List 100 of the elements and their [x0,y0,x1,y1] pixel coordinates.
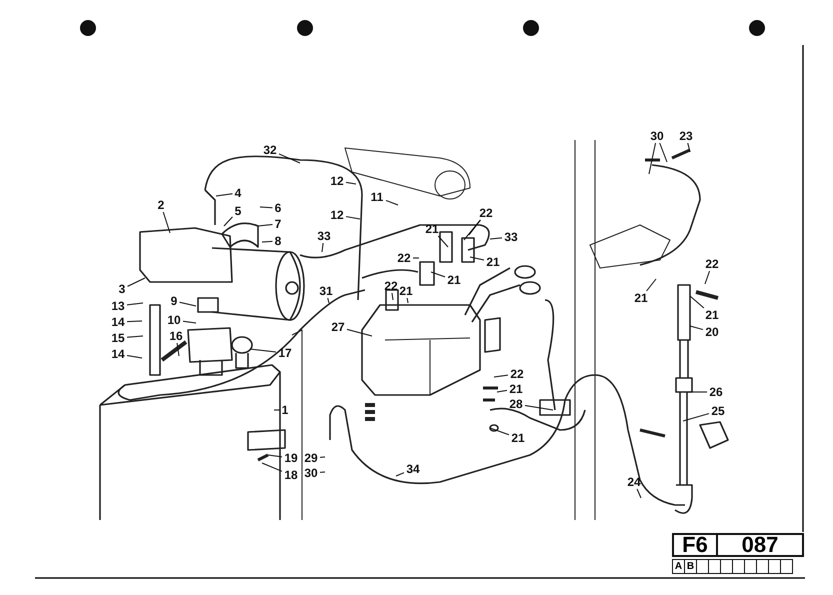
leader-line [386,200,398,206]
leader-line [346,182,356,184]
callout-number: 30 [648,129,666,143]
leader-line [260,206,273,208]
leader-line [646,278,656,292]
leader-line [176,342,180,356]
callout-number: 20 [703,325,721,339]
callout-number: 21 [507,382,525,396]
callout-number: 11 [368,190,386,204]
leader-line [320,472,326,473]
callout-number: 32 [261,143,279,157]
leader-line [438,236,448,248]
leader-line [496,390,508,392]
drawing-code: 087 [740,535,780,555]
leader-line [262,240,273,242]
callout-number: 24 [625,475,643,489]
leader-line [278,153,300,164]
callout-number: 22 [382,279,400,293]
callout-number: 2 [156,198,166,212]
callout-number: 17 [276,346,294,360]
drawing-code: F6 [674,535,718,555]
callout-number: 5 [232,204,244,218]
callout-number: 4 [232,186,244,200]
callout-number: 21 [509,431,527,445]
leader-line [490,237,502,240]
callout-number: 34 [404,462,422,476]
leader-line [470,256,484,261]
callout-number: 13 [109,299,127,313]
callout-number: 30 [302,466,320,480]
leader-line [682,413,710,422]
leader-line [346,216,360,220]
callout-number: 22 [395,251,413,265]
callout-number: 18 [282,468,300,482]
callout-number: 21 [484,255,502,269]
leader-line [396,472,404,476]
leader-line [430,272,446,278]
callout-number: 3 [116,282,128,296]
callout-number: 14 [109,315,127,329]
callout-number: 27 [329,320,347,334]
leader-line [250,348,276,352]
leader-line [648,142,656,174]
callout-number: 22 [703,257,721,271]
leader-line [659,142,668,162]
callout-number: 33 [315,229,333,243]
callout-number: 10 [165,313,183,327]
leader-line [392,292,394,300]
callout-number: 23 [677,129,695,143]
callout-number: 7 [272,217,284,231]
leader-line [320,456,326,458]
leader-line [490,428,510,436]
leader-line [346,328,372,336]
leader-line [636,488,642,498]
callout-number: 19 [282,451,300,465]
callout-number: 21 [423,222,441,236]
leader-line [690,326,704,330]
callout-number: 22 [477,206,495,220]
callout-number: 9 [168,294,180,308]
leader-line [468,220,482,236]
callout-number: 33 [502,230,520,244]
callout-number: 21 [632,291,650,305]
leader-line [690,296,704,308]
revision-cell: A [672,559,685,574]
callout-number: 1 [280,403,290,417]
leader-line [182,320,196,324]
callout-number: 29 [302,451,320,465]
leader-line [216,193,233,196]
callout-number: 28 [507,397,525,411]
callout-number: 6 [272,201,284,215]
leader-line [258,224,273,226]
callout-number: 21 [703,308,721,322]
leader-line [162,212,170,234]
leader-line [126,336,144,338]
leader-line [268,454,282,458]
callout-number: 26 [707,385,725,399]
leader-line [524,404,554,410]
leader-line [126,320,142,322]
leader-line [327,298,330,304]
callout-number: 25 [709,404,727,418]
callout-number: 12 [328,174,346,188]
leader-line [127,278,146,287]
leader-line [494,374,508,378]
leader-line [406,298,408,304]
leader-line [262,462,282,472]
leader-line [687,142,690,152]
leader-line [704,270,710,284]
callout-number: 21 [445,273,463,287]
callout-number: 15 [109,331,127,345]
callout-number: 12 [328,208,346,222]
callout-number: 22 [508,367,526,381]
leader-line [179,302,196,306]
callout-number: 14 [109,347,127,361]
leader-line [126,355,142,358]
leader-line [126,302,144,306]
revision-cell: B [684,559,697,574]
leader-line [322,242,324,252]
callout-number: 31 [317,284,335,298]
callout-number: 21 [397,284,415,298]
callout-number: 16 [167,329,185,343]
callout-number: 8 [272,234,284,248]
leader-line [224,216,233,226]
